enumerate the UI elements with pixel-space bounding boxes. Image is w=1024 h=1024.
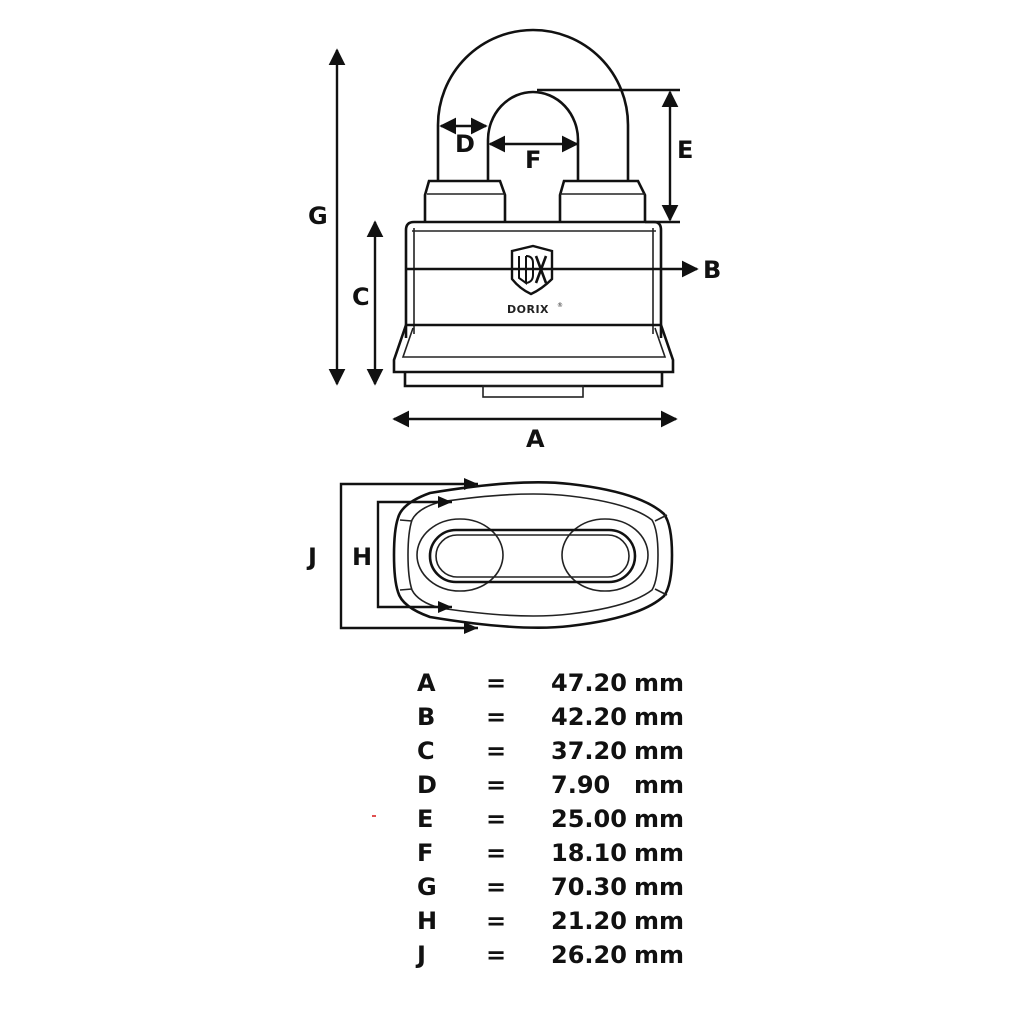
dimension-value: 42.20: [551, 703, 627, 731]
equals-sign: =: [486, 873, 507, 901]
dimension-value: 25.00: [551, 805, 627, 833]
dimension-unit: mm: [634, 907, 685, 935]
label-j: J: [306, 543, 317, 571]
dorix-logo: DORIX ®: [507, 244, 563, 316]
dimension-table: A = 47.20 mm B = 42.20 mm C = 37.20 mm D…: [414, 667, 714, 973]
brand-name: DORIX: [507, 303, 549, 316]
dimension-value: 37.20: [551, 737, 627, 765]
shackle: [436, 28, 630, 181]
dimension-key: F: [417, 839, 434, 867]
dimension-unit: mm: [634, 703, 685, 731]
dimension-value: 18.10: [551, 839, 627, 867]
dimension-key: B: [417, 703, 436, 731]
equals-sign: =: [486, 805, 507, 833]
dimension-key: E: [417, 805, 434, 833]
padlock-bottom-view: J H: [306, 478, 674, 634]
label-g: G: [308, 202, 328, 230]
dimension-value: 70.30: [551, 873, 627, 901]
dimension-row-g: G = 70.30 mm: [414, 871, 714, 905]
stray-mark: [372, 815, 376, 817]
equals-sign: =: [486, 941, 507, 969]
dimension-row-b: B = 42.20 mm: [414, 701, 714, 735]
dimension-unit: mm: [634, 669, 685, 697]
equals-sign: =: [486, 737, 507, 765]
dimension-value: 7.90: [551, 771, 611, 799]
dimension-key: J: [417, 941, 426, 969]
equals-sign: =: [486, 669, 507, 697]
dimension-row-j: J = 26.20 mm: [414, 939, 714, 973]
dimension-row-d: D = 7.90 mm: [414, 769, 714, 803]
dimension-h-bracket: [376, 500, 452, 609]
outer-contour: [392, 481, 674, 629]
dimension-row-e: E = 25.00 mm: [414, 803, 714, 837]
equals-sign: =: [486, 907, 507, 935]
equals-sign: =: [486, 771, 507, 799]
dimension-unit: mm: [634, 771, 685, 799]
lock-body: [392, 220, 675, 398]
dimension-j-bracket: [339, 482, 478, 630]
dimension-value: 21.20: [551, 907, 627, 935]
dimension-key: A: [417, 669, 436, 697]
dimension-row-c: C = 37.20 mm: [414, 735, 714, 769]
label-e: E: [677, 136, 693, 164]
equals-sign: =: [486, 839, 507, 867]
dimension-key: D: [417, 771, 437, 799]
label-b: B: [703, 256, 721, 284]
dimension-unit: mm: [634, 737, 685, 765]
dimension-key: C: [417, 737, 435, 765]
dimension-row-h: H = 21.20 mm: [414, 905, 714, 939]
dimension-value: 47.20: [551, 669, 627, 697]
label-a: A: [526, 425, 545, 453]
dimension-unit: mm: [634, 873, 685, 901]
dimension-key: H: [417, 907, 438, 935]
shackle-collars: [423, 179, 647, 221]
dimension-key: G: [417, 873, 437, 901]
label-d: D: [455, 130, 475, 158]
padlock-front-view: DORIX ® B G C D F E A: [308, 28, 721, 453]
equals-sign: =: [486, 703, 507, 731]
dimension-unit: mm: [634, 839, 685, 867]
dimension-value: 26.20: [551, 941, 627, 969]
dimension-unit: mm: [634, 941, 685, 969]
shackle-slot: [428, 528, 637, 584]
label-c: C: [352, 283, 370, 311]
dimension-unit: mm: [634, 805, 685, 833]
dimension-row-f: F = 18.10 mm: [414, 837, 714, 871]
dimension-row-a: A = 47.20 mm: [414, 667, 714, 701]
label-h: H: [352, 543, 372, 571]
svg-text:®: ®: [557, 302, 563, 309]
label-f: F: [525, 146, 541, 174]
